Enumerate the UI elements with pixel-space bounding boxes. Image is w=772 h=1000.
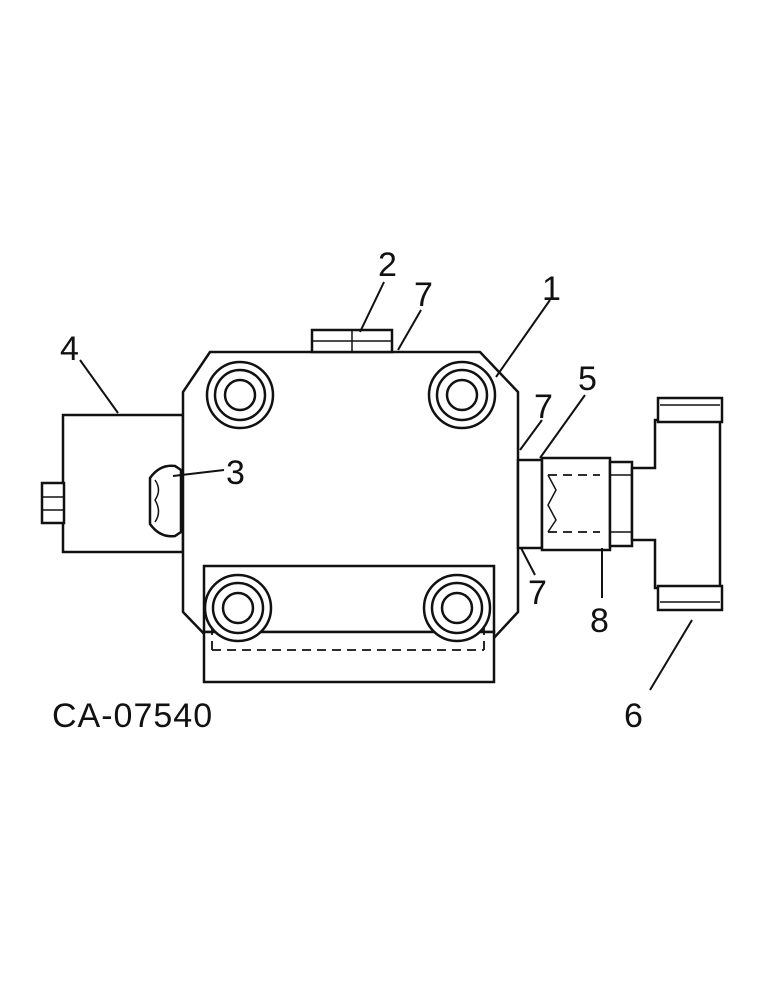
- figure-id-label: CA-07540: [52, 697, 213, 735]
- bolt-top-left: [205, 360, 275, 430]
- tee-fitting: [630, 396, 724, 612]
- leader-lines: [79, 281, 693, 691]
- callout-7-lower: 7: [528, 574, 547, 612]
- callout-3: 3: [226, 454, 245, 492]
- right-fitting-assembly: [516, 456, 634, 552]
- callout-6: 6: [624, 697, 643, 735]
- fitting-part-3: [148, 464, 183, 538]
- callout-4: 4: [60, 330, 79, 368]
- callout-7-top: 7: [414, 276, 433, 314]
- bolt-bottom-right: [422, 573, 492, 643]
- top-hex-plug: [310, 328, 394, 354]
- callout-8: 8: [590, 602, 609, 640]
- callout-7-right: 7: [534, 388, 553, 426]
- bolt-bottom-left: [203, 573, 273, 643]
- callout-5: 5: [578, 360, 597, 398]
- callout-2: 2: [378, 246, 397, 284]
- bolt-top-right: [427, 360, 497, 430]
- callout-1: 1: [542, 270, 561, 308]
